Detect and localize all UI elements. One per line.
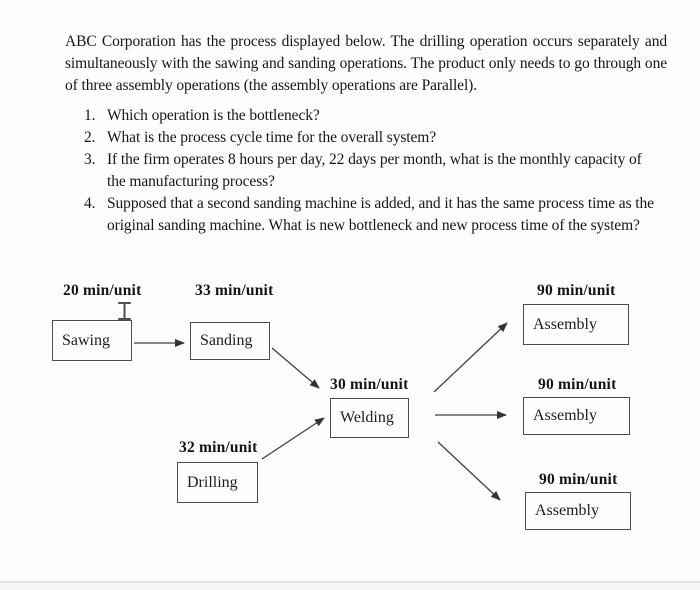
question-item-4: 4. Supposed that a second sanding machin…: [84, 193, 664, 237]
process-box-label: Assembly: [535, 502, 599, 519]
text-cursor-ibeam: [118, 302, 131, 320]
process-box-label: Sawing: [62, 331, 110, 349]
process-box-welding: Welding: [330, 398, 409, 438]
problem-statement: ABC Corporation has the process displaye…: [65, 33, 667, 94]
process-box-label: Assembly: [533, 315, 597, 333]
process-box-label: Drilling: [187, 473, 238, 491]
arrow-sanding-to-welding: [271, 347, 320, 389]
question-list: 1. Which operation is the bottleneck? 2.…: [84, 105, 664, 237]
question-text: Supposed that a second sanding machine i…: [107, 195, 654, 234]
rate-label-assembly-top: 90 min/unit: [537, 282, 616, 299]
bottom-divider: [0, 581, 700, 583]
process-box-assembly-bottom: Assembly: [525, 492, 631, 530]
process-box-sanding: Sanding: [190, 322, 270, 360]
question-item-3: 3. If the firm operates 8 hours per day,…: [84, 149, 664, 193]
process-box-assembly-middle: Assembly: [523, 397, 630, 435]
question-item-2: 2. What is the process cycle time for th…: [84, 127, 664, 149]
question-number: 1.: [84, 107, 96, 124]
rate-label-sanding: 33 min/unit: [195, 282, 274, 299]
rate-label-welding: 30 min/unit: [330, 376, 409, 393]
question-item-1: 1. Which operation is the bottleneck?: [84, 105, 664, 127]
process-box-label: Assembly: [533, 407, 597, 424]
rate-label-sawing: 20 min/unit: [63, 282, 142, 299]
rate-label-assembly-middle: 90 min/unit: [538, 376, 617, 393]
process-box-assembly-top: Assembly: [523, 304, 629, 345]
rate-label-assembly-bottom: 90 min/unit: [539, 471, 618, 488]
question-text: Which operation is the bottleneck?: [107, 107, 320, 124]
process-box-label: Sanding: [200, 332, 253, 349]
arrow-drilling-to-welding: [261, 417, 325, 460]
question-number: 4.: [84, 195, 96, 212]
rate-label-drilling: 32 min/unit: [179, 439, 258, 456]
question-text: If the firm operates 8 hours per day, 22…: [107, 151, 642, 190]
process-box-label: Welding: [340, 409, 394, 426]
process-box-drilling: Drilling: [177, 462, 258, 503]
process-box-sawing: Sawing: [52, 320, 132, 361]
question-number: 3.: [84, 151, 96, 168]
bottom-strip: [0, 583, 700, 590]
question-number: 2.: [84, 129, 96, 146]
arrow-welding-to-assembly-top: [433, 322, 508, 393]
question-text: What is the process cycle time for the o…: [107, 129, 437, 146]
arrow-welding-to-assembly-bottom: [437, 441, 501, 501]
